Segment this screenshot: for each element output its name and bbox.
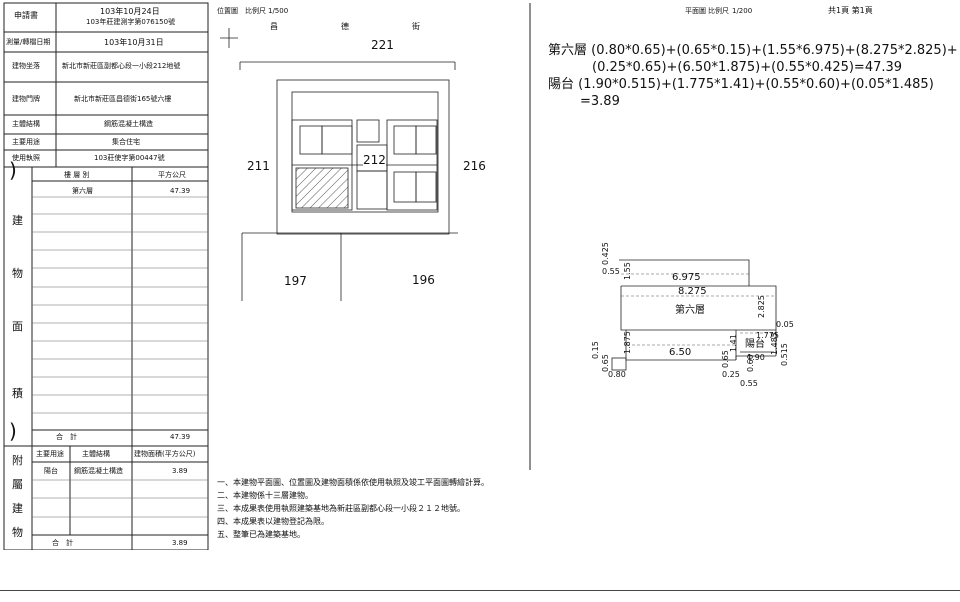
- dim-v: 0.515: [780, 343, 789, 366]
- balcony-label: 陽台: [745, 339, 765, 350]
- note-line: 五、整筆已為建築基地。: [217, 530, 305, 539]
- parcel-top: 221: [371, 38, 394, 52]
- annex-header-area: 建物面積(平方公尺): [134, 450, 196, 458]
- open-paren: ): [9, 158, 17, 182]
- annex-side-char: 建: [12, 502, 23, 515]
- dim-h: 6.50: [669, 347, 692, 358]
- location-label: 建物坐落: [12, 62, 40, 70]
- annex-side-char: 物: [12, 526, 23, 539]
- formula-line-2: (0.25*0.65)+(6.50*1.875)+(0.55*0.425)=47…: [592, 60, 903, 75]
- dim-h: 1.90: [747, 353, 765, 362]
- formula-line-3: 陽台 (1.90*0.515)+(1.775*1.41)+(0.55*0.60)…: [548, 77, 934, 92]
- dim-v: 0.425: [601, 242, 610, 265]
- site-plan-title: 位置圖: [217, 7, 238, 15]
- area-total-label: 合 計: [56, 433, 77, 441]
- dim-h: 0.80: [608, 370, 626, 379]
- dim-h: 8.275: [678, 286, 707, 297]
- usage-value: 集合住宅: [112, 138, 140, 146]
- floor-plan-title: 平面圖: [685, 7, 706, 15]
- site-plan-scale-label: 比例尺: [245, 7, 266, 15]
- reg-date: 103年10月31日: [104, 38, 164, 47]
- side-char: 物: [12, 267, 23, 280]
- annex-structure-cell: 鋼筋混凝土構造: [74, 467, 123, 475]
- annex-area-cell: 3.89: [172, 467, 188, 475]
- street-char: 街: [412, 22, 420, 31]
- annex-total-label: 合 計: [52, 539, 73, 547]
- applicant-label: 申請書: [14, 11, 38, 20]
- permit-label: 使用執照: [12, 154, 40, 162]
- annex-header-use: 主要用途: [36, 450, 64, 458]
- formula-line-4: =3.89: [580, 94, 620, 109]
- floor-plan-scale: 1/200: [732, 7, 753, 15]
- page-indicator: 共1頁 第1頁: [828, 6, 873, 15]
- note-line: 二、本建物係十三層建物。: [217, 491, 313, 500]
- structure-label: 主體結構: [12, 120, 40, 128]
- floor-header: 樓 層 別: [64, 171, 90, 179]
- floor-label: 第六層: [675, 305, 705, 316]
- location-value: 新北市新莊區副都心段一小段212地號: [62, 62, 181, 70]
- formula-line-1: 第六層 (0.80*0.65)+(0.65*0.15)+(1.55*6.975)…: [548, 43, 958, 58]
- dim-h: 6.975: [672, 272, 701, 283]
- area-cell: 47.39: [170, 187, 191, 195]
- dim-h: 0.25: [722, 370, 740, 379]
- address-value: 新北市新莊區昌德街165號六樓: [74, 95, 172, 103]
- annex-side-char: 附: [12, 454, 23, 467]
- parcel-center: 212: [363, 153, 386, 167]
- dim-v: 0.55: [602, 267, 620, 276]
- dim-v: 1.41: [729, 334, 738, 352]
- usage-label: 主要用途: [12, 138, 40, 146]
- annex-header-structure: 主體結構: [82, 450, 110, 458]
- note-line: 一、本建物平面圖、位置圖及建物面積係依使用執照及竣工平面圖轉繪計算。: [217, 478, 489, 487]
- dim-v: 0.05: [776, 320, 794, 329]
- application-number: 103年莊建測字第076150號: [86, 18, 176, 26]
- dim-h: 1.775: [756, 331, 779, 340]
- floor-cell: 第六層: [72, 187, 93, 195]
- parcel-right: 216: [463, 159, 486, 173]
- side-char: 面: [12, 320, 23, 333]
- permit-value: 103莊使字第00447號: [94, 154, 165, 162]
- floor-plan-scale-label: 比例尺: [708, 7, 729, 15]
- annex-total-value: 3.89: [172, 539, 188, 547]
- parcel-bottom-left: 197: [284, 274, 307, 288]
- side-char: 建: [12, 214, 23, 227]
- site-plan-scale: 1/500: [268, 7, 289, 15]
- dim-h: 0.55: [740, 379, 758, 388]
- dim-v: 0.65: [721, 350, 730, 368]
- close-paren: ): [9, 419, 17, 443]
- dim-v: 0.60: [746, 354, 755, 372]
- side-char: 積: [12, 387, 23, 400]
- street-char: 昌: [270, 22, 278, 31]
- dim-v: 0.65: [601, 354, 610, 372]
- street-char: 德: [341, 22, 349, 31]
- dim-v: 1.875: [623, 331, 632, 354]
- dim-v: 0.15: [591, 341, 600, 359]
- unit-header: 平方公尺: [158, 171, 186, 179]
- dim-v: 2.825: [757, 295, 766, 318]
- dim-v: 1.485: [770, 332, 779, 355]
- bottom-mask: [0, 550, 960, 590]
- area-total-value: 47.39: [170, 433, 191, 441]
- annex-side-char: 屬: [12, 478, 23, 491]
- reg-date-label: 測量/轉檔日期: [6, 38, 51, 46]
- dim-v: 1.55: [623, 262, 632, 280]
- parcel-left: 211: [247, 159, 270, 173]
- application-date: 103年10月24日: [100, 7, 160, 16]
- scan-edge: [0, 590, 960, 602]
- note-line: 四、本成果表以建物登記為限。: [217, 517, 329, 526]
- structure-value: 鋼筋混凝土構造: [104, 120, 153, 128]
- annex-use-cell: 陽台: [44, 467, 58, 475]
- note-line: 三、本成果表使用執照建築基地為新莊區副都心段一小段２１２地號。: [217, 504, 465, 513]
- parcel-bottom-right: 196: [412, 273, 435, 287]
- white-patch: [412, 525, 542, 555]
- address-label: 建物門牌: [12, 95, 40, 103]
